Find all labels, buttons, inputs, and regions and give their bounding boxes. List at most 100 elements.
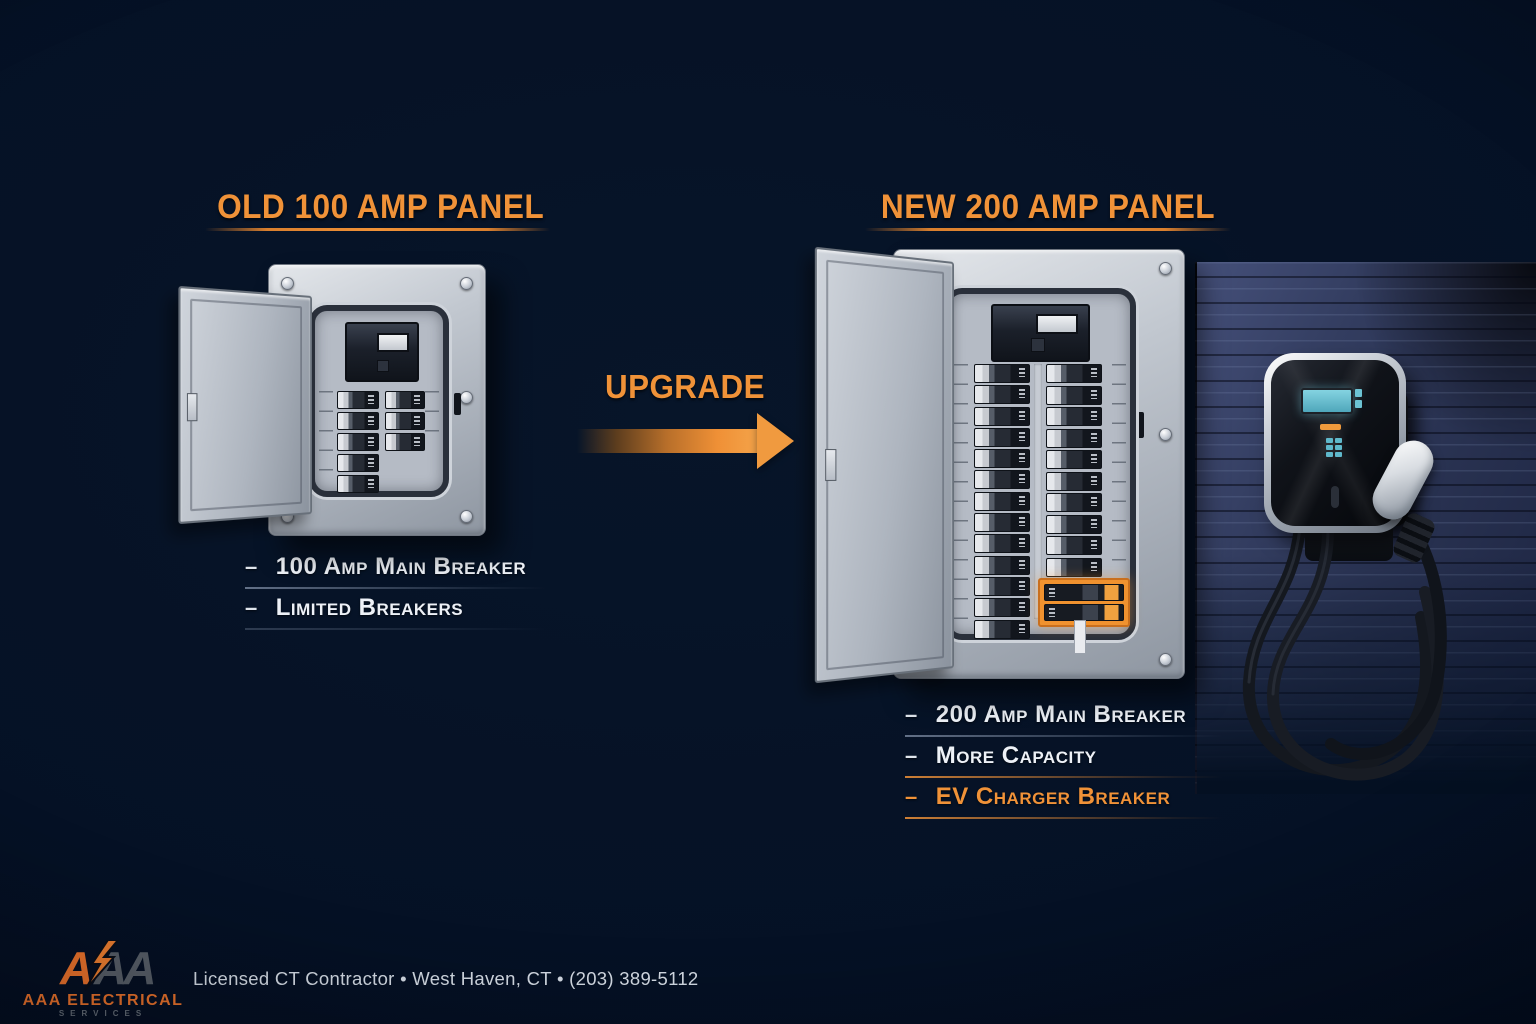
main-breaker-switch	[377, 333, 409, 352]
bullet-marker: –	[245, 554, 258, 579]
screw-icon	[1159, 428, 1172, 441]
circuit-breaker	[974, 534, 1030, 554]
feature-item: – 100 Amp Main Breaker	[245, 548, 547, 587]
circuit-breaker	[974, 364, 1030, 383]
upgrade-label: UPGRADE	[604, 368, 766, 405]
main-breaker-switch	[1036, 314, 1078, 334]
circuit-breaker	[974, 406, 1030, 426]
feature-label: 100 Amp Main Breaker	[275, 553, 527, 580]
main-breaker-detail	[377, 360, 389, 372]
circuit-breaker	[1046, 428, 1102, 448]
keypad-button	[1335, 438, 1342, 443]
feature-label: EV Charger Breaker	[935, 783, 1171, 810]
screw-icon	[1159, 262, 1172, 275]
old-title-underline	[205, 228, 550, 231]
circuit-breaker	[337, 475, 379, 493]
old-panel-features: – 100 Amp Main Breaker – Limited Breaker…	[245, 548, 547, 630]
circuit-breaker	[1046, 471, 1102, 491]
panel-latch	[1136, 412, 1144, 438]
brand-subtitle: SERVICES	[58, 1009, 148, 1018]
old-panel-title: OLD 100 AMP PANEL	[217, 188, 545, 226]
new-panel-interior	[944, 288, 1136, 654]
circuit-breaker	[385, 433, 425, 451]
keypad-button	[1326, 438, 1333, 443]
bullet-marker: –	[905, 784, 918, 809]
screw-icon	[1159, 653, 1172, 666]
bullet-marker: –	[905, 743, 918, 768]
circuit-breaker	[974, 576, 1030, 596]
ev-charger-status-bar	[1320, 424, 1341, 430]
new-main-breaker	[991, 304, 1090, 362]
feature-label: 200 Amp Main Breaker	[935, 701, 1187, 728]
company-logo: AA A	[59, 940, 157, 992]
screw-icon	[460, 277, 473, 290]
feature-label: Limited Breakers	[275, 594, 464, 621]
circuit-breaker	[974, 513, 1030, 533]
ev-charger-slot	[1331, 486, 1339, 508]
keypad-button	[1326, 445, 1333, 450]
status-led	[1355, 389, 1362, 397]
new-title-underline	[865, 228, 1231, 231]
new-panel-title: NEW 200 AMP PANEL	[880, 188, 1216, 226]
upgrade-callout: UPGRADE	[577, 368, 794, 469]
door-handle	[186, 393, 198, 422]
circuit-breaker	[1046, 514, 1102, 534]
arrow-head	[757, 413, 794, 469]
circuit-breaker	[1046, 493, 1102, 512]
feature-divider	[245, 628, 547, 630]
circuit-breaker	[337, 412, 379, 430]
old-main-breaker	[345, 322, 419, 382]
circuit-breaker	[974, 427, 1030, 447]
bullet-marker: –	[905, 702, 918, 727]
circuit-breaker	[1046, 364, 1102, 383]
new-panel-features: – 200 Amp Main Breaker – More Capacity –…	[905, 696, 1223, 819]
breaker-column-left	[337, 391, 379, 493]
circuit-breaker	[974, 555, 1030, 575]
slot-ticks	[319, 391, 333, 479]
circuit-breaker	[385, 412, 425, 430]
circuit-breaker	[1046, 385, 1102, 405]
breaker-column-left	[974, 364, 1030, 639]
keypad-button	[1335, 452, 1342, 457]
feature-item: – More Capacity	[905, 737, 1223, 776]
upgrade-arrow-icon	[577, 413, 794, 469]
door-handle	[825, 448, 837, 482]
ev-charger-keypad	[1326, 438, 1342, 457]
feature-item: – 200 Amp Main Breaker	[905, 696, 1223, 735]
bullet-marker: –	[245, 595, 258, 620]
ev-circuit-breaker	[1044, 604, 1124, 621]
ev-circuit-breaker	[1044, 584, 1124, 601]
brand-name: AAA ELECTRICAL	[22, 992, 184, 1009]
keypad-button	[1326, 452, 1333, 457]
circuit-breaker	[974, 619, 1030, 639]
old-panel-door	[178, 285, 312, 525]
arrow-shaft	[577, 429, 757, 453]
circuit-breaker	[385, 391, 425, 409]
footer-info: Licensed CT Contractor • West Haven, CT …	[193, 968, 699, 989]
circuit-breaker	[974, 598, 1030, 618]
circuit-breaker	[337, 454, 379, 472]
slot-ticks	[1112, 364, 1126, 579]
screw-icon	[460, 510, 473, 523]
panel-latch	[454, 393, 461, 415]
circuit-breaker	[337, 391, 379, 409]
old-panel-interior	[309, 305, 449, 497]
status-led	[1355, 400, 1362, 408]
circuit-breaker	[1046, 450, 1102, 469]
breaker-column-right	[1046, 364, 1102, 598]
ev-charger-screen	[1301, 388, 1353, 414]
circuit-breaker	[337, 433, 379, 451]
circuit-breaker	[974, 385, 1030, 405]
screw-icon	[460, 391, 473, 404]
circuit-breaker	[974, 491, 1030, 511]
slot-ticks	[954, 364, 968, 619]
main-breaker-detail	[1031, 338, 1045, 352]
circuit-breaker	[1046, 407, 1102, 426]
new-panel-door	[814, 246, 954, 684]
circuit-breaker	[1046, 557, 1102, 577]
slot-ticks	[425, 391, 439, 446]
bottom-tab	[1074, 620, 1086, 654]
circuit-breaker	[1046, 536, 1102, 555]
keypad-button	[1335, 445, 1342, 450]
